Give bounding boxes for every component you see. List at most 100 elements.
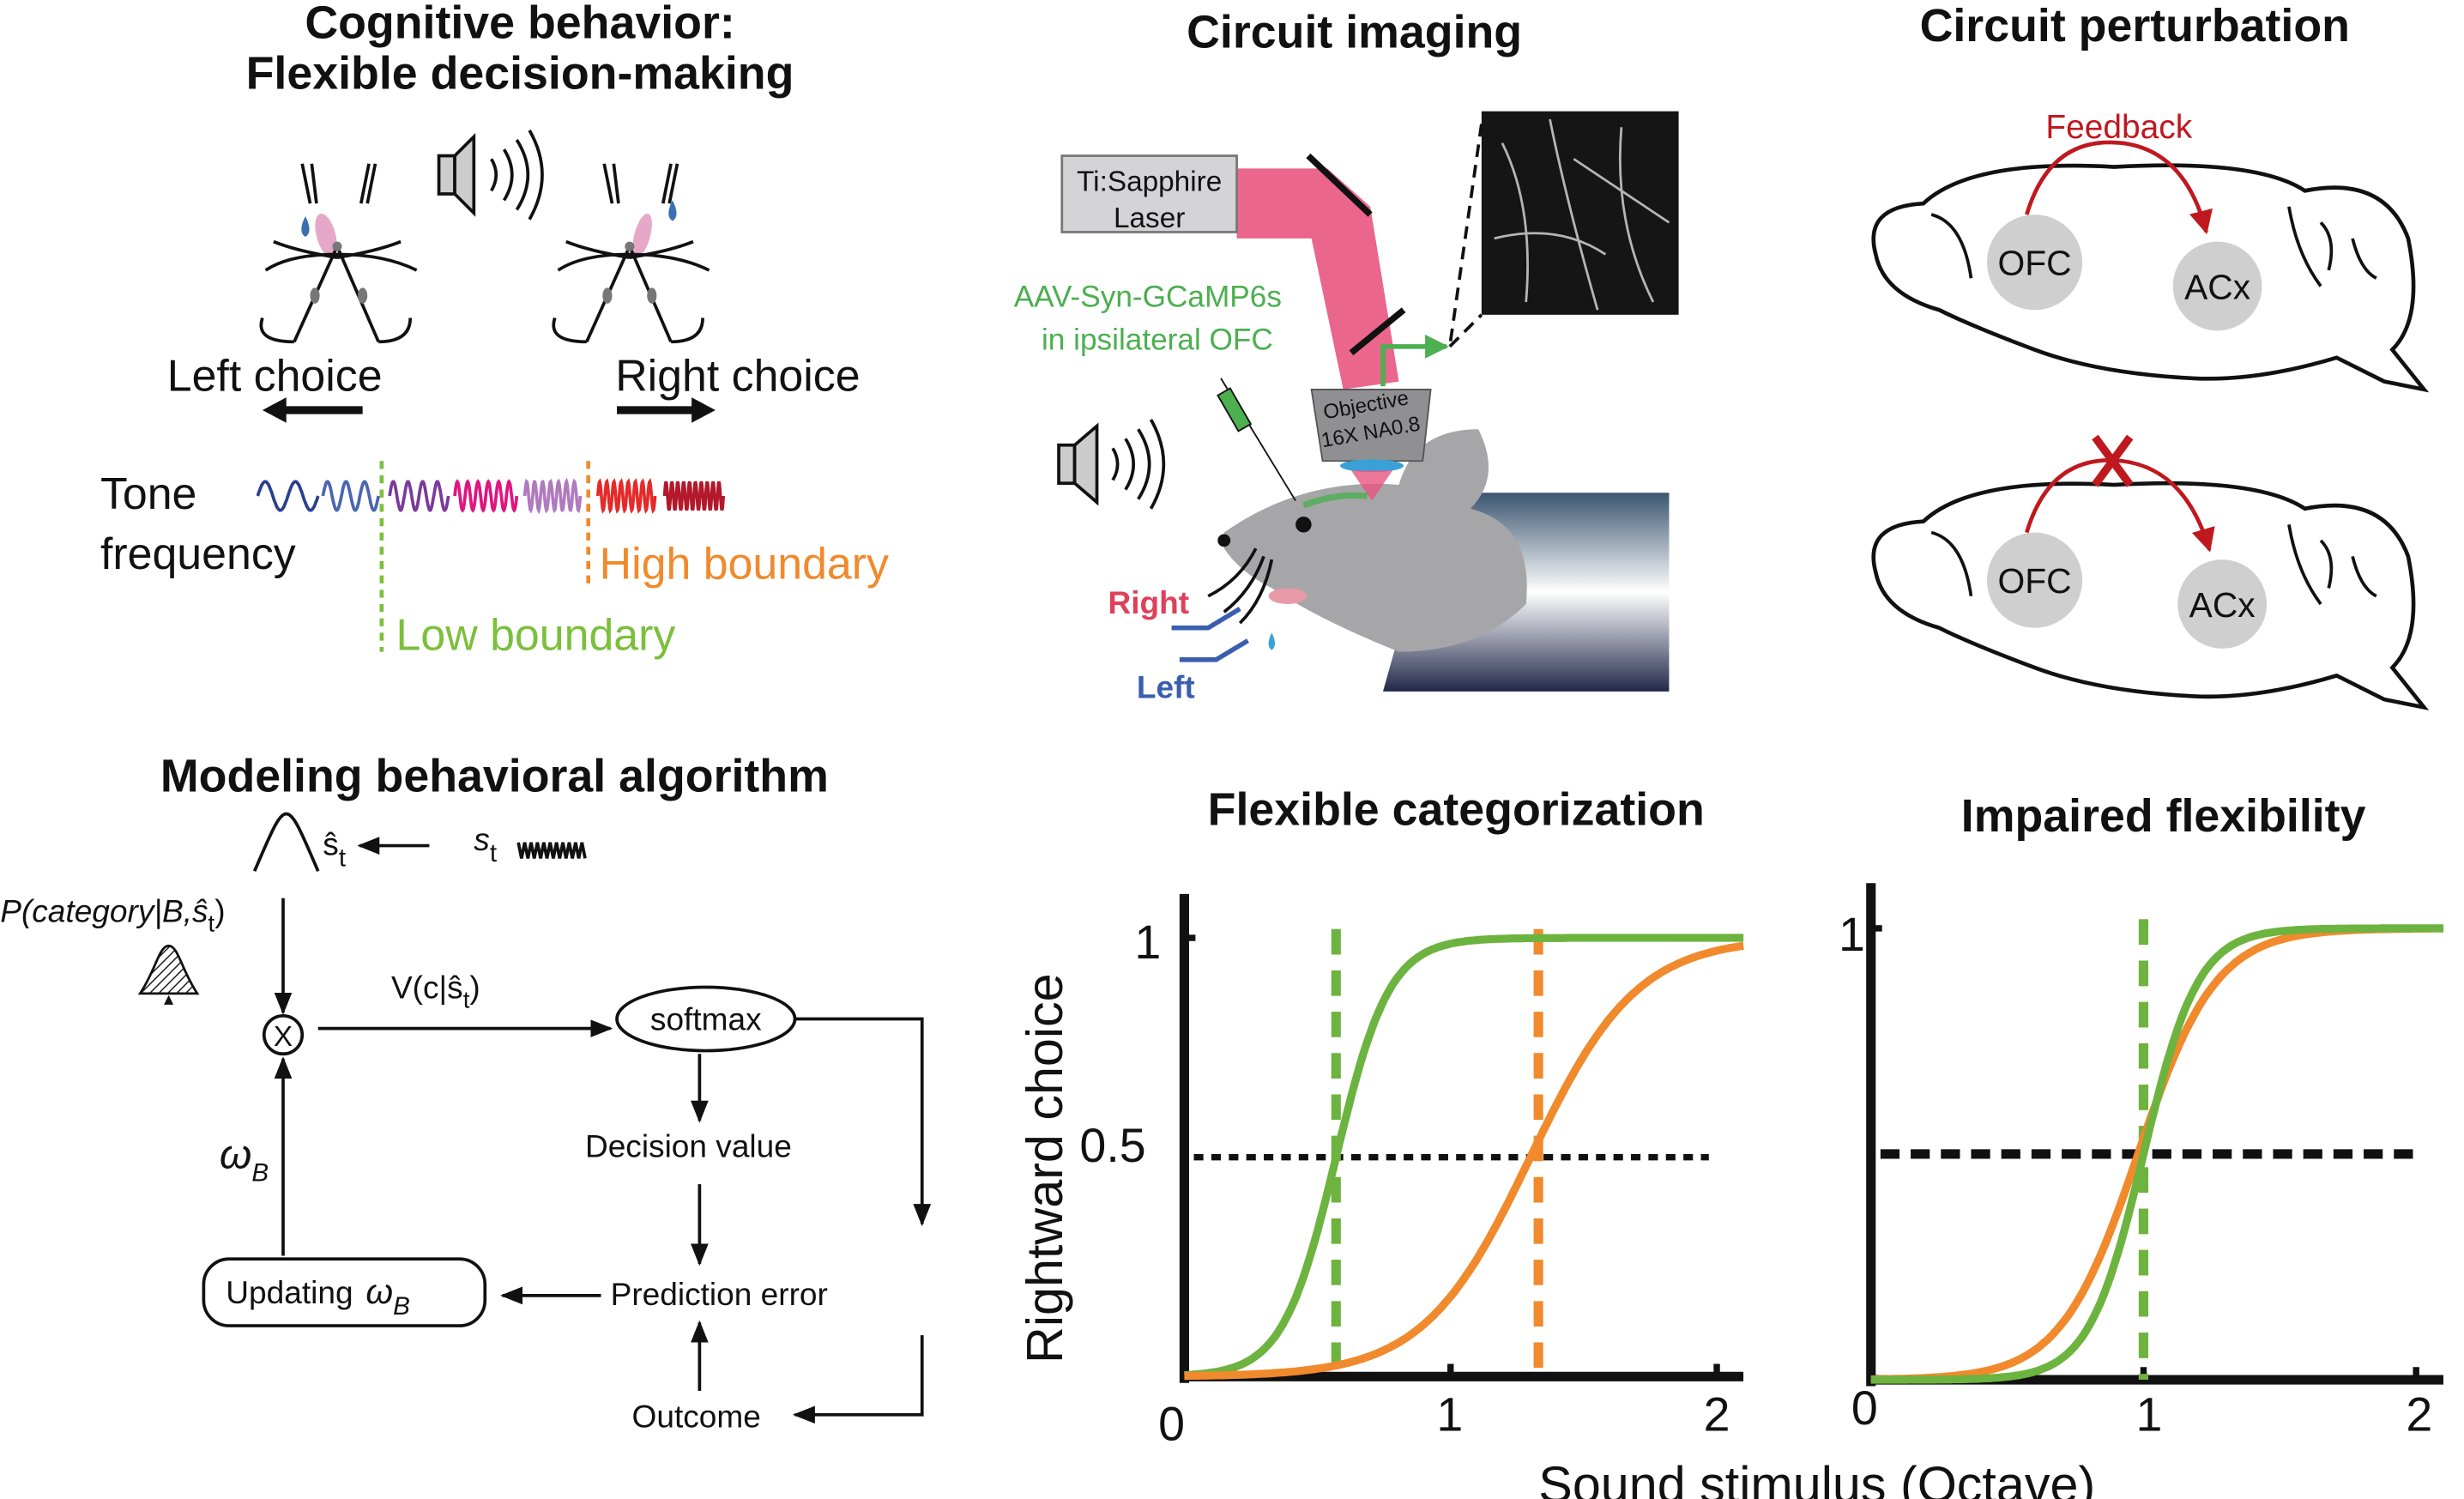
- acx-label: ACx: [2189, 585, 2256, 625]
- acx-node: [2172, 241, 2262, 331]
- right-lick-port: [1171, 607, 1241, 631]
- emission-arrow: [1380, 334, 1449, 387]
- feedback-label: Feedback: [2045, 109, 2192, 146]
- right-choice-label: Right choice: [615, 351, 860, 401]
- multiply-node: [262, 1013, 305, 1056]
- panel-title: Modeling behavioral algorithm: [160, 751, 829, 802]
- ofc-node: [1986, 532, 2083, 628]
- tone-wave: [662, 481, 726, 511]
- tone-wave: [388, 480, 450, 512]
- left-port-label: Left: [1137, 668, 1195, 704]
- decision-value-label: Decision value: [585, 1128, 792, 1164]
- tone-wave: [522, 477, 583, 515]
- psychometric-curve: [1870, 924, 2444, 1384]
- x-axis-label: Sound stimulus (Octave): [1538, 1456, 2095, 1499]
- arrow-left-icon: [262, 397, 363, 423]
- acx-node: [2177, 559, 2268, 649]
- mouse-tongue: [1268, 588, 1307, 604]
- chart-impaired-flexibility: 0 1 2 1: [1839, 883, 2444, 1441]
- panel-circuit-perturbation: Circuit perturbation OFC ACx Feedback OF…: [1871, 0, 2430, 710]
- mirror: [1306, 153, 1373, 217]
- arrow: [792, 1335, 924, 1424]
- syringe-icon: [1217, 378, 1296, 502]
- speaker-icon: [1057, 419, 1166, 510]
- x-tick-label: 1: [1436, 1387, 1463, 1441]
- value-label: V(c|ŝt): [391, 969, 480, 1012]
- arrow: [794, 1017, 932, 1227]
- ofc-node: [1986, 215, 2083, 311]
- brain-intact: OFC ACx Feedback: [1871, 109, 2430, 393]
- tone-frequency-label: frequency: [100, 529, 296, 578]
- chart-flexible-categorization: 0 1 2 0.5 1: [1079, 893, 1744, 1450]
- laser-label: Laser: [1114, 202, 1185, 234]
- tone-wave: [321, 480, 380, 512]
- x-tick-label: 0: [1851, 1381, 1878, 1435]
- neurites: [1494, 118, 1670, 311]
- tone-wave: [453, 479, 519, 513]
- s-hat-label: ŝt: [323, 826, 347, 873]
- laser-box: [1060, 154, 1238, 233]
- stimulus-wave-icon: [516, 842, 587, 859]
- y-tick-label: 1: [1134, 916, 1161, 969]
- x-tick-label: 2: [2406, 1387, 2432, 1441]
- ofc-label: OFC: [1998, 243, 2072, 282]
- objective: [1310, 388, 1432, 462]
- y-tick-label: 0.5: [1079, 1119, 1145, 1172]
- tone-wave: [595, 478, 657, 514]
- prediction-error-label: Prediction error: [611, 1276, 828, 1312]
- block-x-icon: [2092, 434, 2134, 487]
- tone-wave: [256, 480, 320, 512]
- chart-title: Flexible categorization: [1208, 783, 1705, 835]
- arrow-right-icon: [617, 397, 716, 423]
- high-boundary-label: High boundary: [600, 538, 889, 588]
- blocked-feedback-arrow: [2025, 458, 2215, 553]
- y-tick-label: 1: [1839, 908, 1865, 961]
- panel-title: Circuit perturbation: [1920, 0, 2350, 51]
- two-photon-image: [1481, 111, 1679, 315]
- gaussian-icon: [252, 812, 320, 872]
- panel-circuit-imaging: Circuit imaging Ti:Sapphire Laser AAV-Sy…: [1014, 7, 1679, 704]
- panel-title: Cognitive behavior:: [305, 0, 734, 48]
- acx-label: ACx: [2184, 267, 2250, 306]
- panel-modeling: Modeling behavioral algorithm ŝt st P(ca…: [0, 751, 932, 1435]
- y-axis-label: Rightward choice: [1016, 973, 1073, 1363]
- left-lick-port: [1179, 638, 1249, 662]
- virus-label: in ipsilateral OFC: [1042, 323, 1273, 357]
- panel-title: Circuit imaging: [1187, 7, 1522, 58]
- left-choice-label: Left choice: [167, 351, 383, 401]
- water-drop-icon: [1268, 632, 1276, 650]
- whiskers: [1207, 547, 1274, 625]
- x-tick-label: 1: [2135, 1387, 2162, 1441]
- tone-frequency-label: Tone: [100, 468, 196, 518]
- right-port-label: Right: [1108, 584, 1189, 620]
- chart-title: Impaired flexibility: [1961, 790, 2366, 842]
- panel-cognitive-behavior: Cognitive behavior: Flexible decision-ma…: [100, 0, 889, 660]
- feedback-arrow: [2025, 140, 2213, 235]
- brain-perturbed: OFC ACx: [1871, 434, 2430, 710]
- mouse-right-choice-icon: [552, 163, 710, 344]
- low-boundary-label: Low boundary: [396, 610, 676, 660]
- posterior-distribution-icon: [137, 944, 200, 1005]
- speaker-icon: [437, 129, 544, 221]
- psychometric-curve: [1184, 941, 1744, 1381]
- tone-waveforms: [256, 477, 726, 515]
- panel-title: Flexible decision-making: [246, 48, 794, 100]
- s-label: st: [474, 821, 498, 867]
- zoom-dashed-lines: [1447, 124, 1483, 348]
- mouse-eye: [1295, 517, 1312, 533]
- posterior-label: P(category|B,ŝt): [0, 893, 225, 937]
- ofc-label: OFC: [1998, 561, 2072, 601]
- omega-label: ωB: [220, 1132, 269, 1188]
- laser-beam: [1236, 168, 1399, 390]
- multiply-symbol: X: [274, 1021, 293, 1053]
- psychometric-curve: [1184, 934, 1744, 1380]
- softmax-label: softmax: [650, 1000, 762, 1037]
- dichroic-mirror: [1349, 307, 1406, 356]
- outcome-label: Outcome: [632, 1399, 761, 1435]
- x-tick-label: 0: [1158, 1397, 1185, 1450]
- virus-label: AAV-Syn-GCaMP6s: [1014, 281, 1282, 314]
- laser-label: Ti:Sapphire: [1077, 166, 1222, 197]
- x-tick-label: 2: [1704, 1387, 1730, 1441]
